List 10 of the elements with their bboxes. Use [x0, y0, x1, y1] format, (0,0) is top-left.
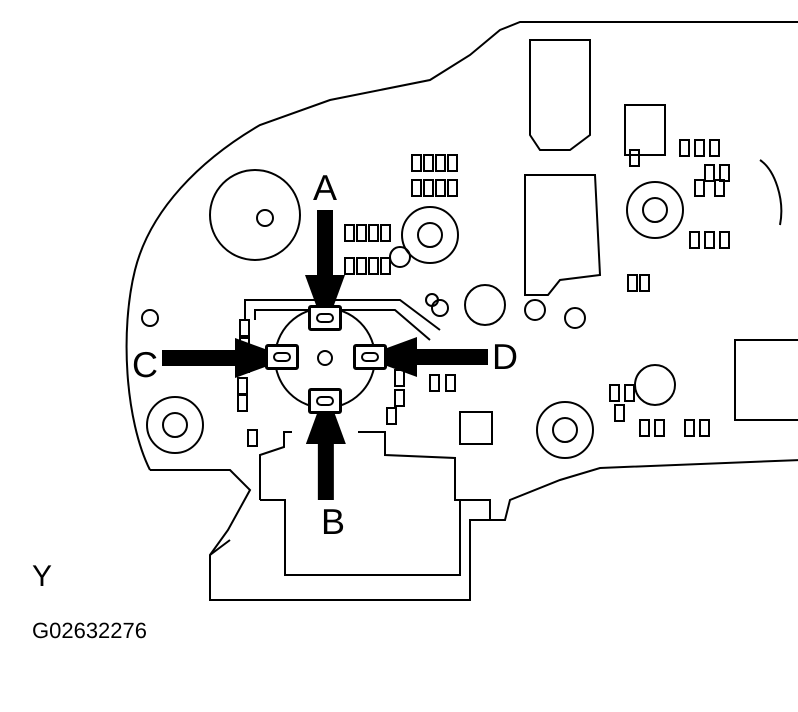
callout-letter: A: [312, 170, 337, 206]
contact-pad: [265, 344, 299, 370]
callout-letter: C: [132, 347, 158, 383]
callout-letter: B: [320, 504, 345, 540]
contact-pad: [308, 305, 342, 331]
view-letter: Y: [32, 562, 52, 592]
contact-pad: [308, 388, 342, 414]
figure-code: G02632276: [32, 620, 147, 642]
callout-letter: D: [492, 339, 518, 375]
contact-pad: [353, 344, 387, 370]
